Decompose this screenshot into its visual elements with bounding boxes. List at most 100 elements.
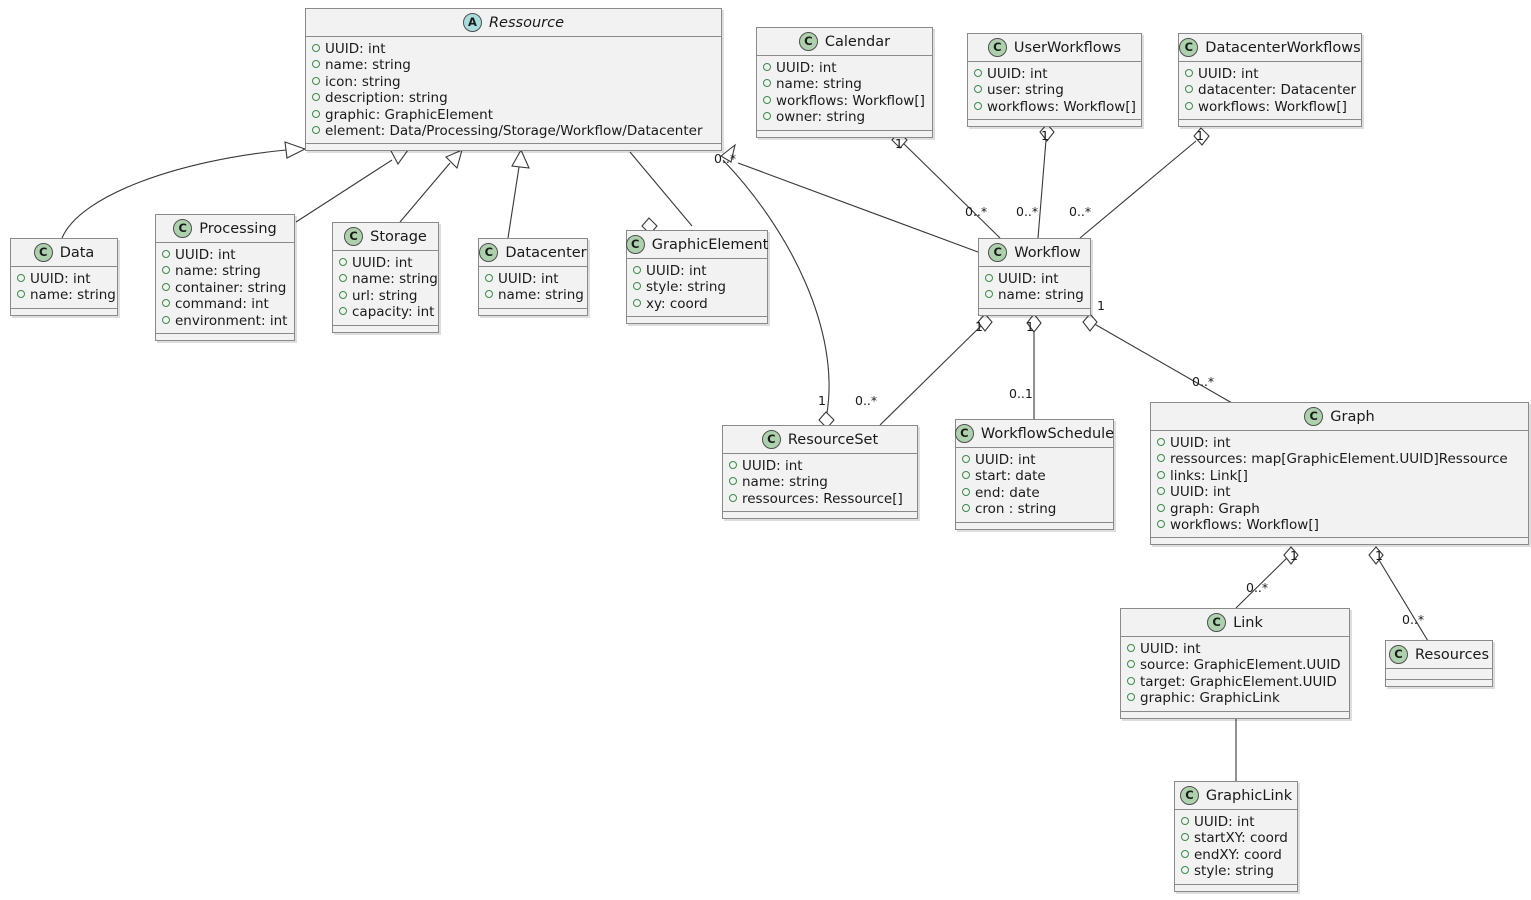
attribute-row: UUID: int — [162, 247, 288, 263]
attribute-row: UUID: int — [763, 60, 926, 76]
public-visibility-icon — [17, 290, 25, 299]
attribute-label: UUID: int — [325, 41, 386, 57]
attribute-label: style: string — [1194, 863, 1274, 880]
attribute-label: UUID: int — [352, 255, 413, 271]
multiplicity-label: 1 — [1097, 298, 1105, 313]
attribute-row: UUID: int — [962, 452, 1107, 468]
attribute-row: workflows: Workflow[] — [1157, 517, 1522, 533]
attribute-row: UUID: int — [729, 458, 911, 474]
class-icon: C — [1207, 613, 1227, 632]
multiplicity-label: 1 — [1375, 548, 1383, 563]
public-visibility-icon — [962, 455, 970, 463]
public-visibility-icon — [312, 44, 320, 52]
attribute-row: workflows: Workflow[] — [1185, 99, 1355, 115]
multiplicity-label: 1 — [1026, 319, 1034, 334]
class-name-workflow: Workflow — [1014, 244, 1081, 261]
public-visibility-icon — [974, 69, 982, 77]
attribute-label: UUID: int — [498, 271, 559, 287]
public-visibility-icon — [312, 93, 320, 102]
attribute-row: source: GraphicElement.UUID — [1127, 657, 1343, 673]
edge-graph-to-link — [1235, 546, 1299, 609]
attribute-label: owner: string — [776, 109, 866, 126]
multiplicity-label: 0..* — [1192, 374, 1214, 389]
attribute-label: name: string — [325, 57, 411, 74]
attribute-row: end: date — [962, 485, 1107, 501]
attribute-row: workflows: Workflow[] — [974, 99, 1136, 115]
attribute-row: UUID: int — [485, 271, 581, 287]
attribute-row: graphic: GraphicLink — [1127, 690, 1343, 706]
class-name-data: Data — [59, 244, 95, 261]
attribute-label: cron : string — [975, 501, 1057, 518]
attribute-row: ressources: map[GraphicElement.UUID]Ress… — [1157, 451, 1522, 467]
attribute-row: UUID: int — [1127, 641, 1343, 657]
public-visibility-icon — [1127, 644, 1135, 652]
attribute-row: container: string — [162, 280, 288, 296]
class-methods-graphiclink — [1175, 884, 1297, 891]
edge-calendar-to-workflow — [891, 131, 1001, 239]
multiplicity-label: 1 — [1290, 548, 1298, 563]
class-attributes-resources — [1386, 669, 1492, 680]
attribute-row: UUID: int — [633, 263, 761, 279]
attribute-row: name: string — [312, 57, 715, 73]
attribute-row: icon: string — [312, 74, 715, 90]
public-visibility-icon — [485, 290, 493, 299]
attribute-row: cron : string — [962, 501, 1107, 517]
class-methods-ressource — [306, 144, 721, 151]
public-visibility-icon — [485, 274, 493, 282]
attribute-label: UUID: int — [1170, 484, 1231, 501]
class-methods-userworkflows — [968, 120, 1141, 127]
public-visibility-icon — [985, 274, 993, 282]
attribute-label: graphic: GraphicElement — [325, 106, 494, 123]
class-methods-graph — [1151, 538, 1528, 545]
public-visibility-icon — [1157, 503, 1165, 512]
class-icon: C — [33, 243, 53, 262]
attribute-label: UUID: int — [975, 452, 1036, 468]
public-visibility-icon — [312, 109, 320, 118]
class-icon: C — [625, 235, 645, 254]
attribute-row: links: Link[] — [1157, 468, 1522, 484]
attribute-label: UUID: int — [742, 458, 803, 474]
class-name-storage: Storage — [370, 228, 427, 245]
public-visibility-icon — [162, 299, 170, 308]
attribute-row: startXY: coord — [1181, 830, 1291, 846]
attribute-row: name: string — [763, 76, 926, 92]
public-visibility-icon — [1181, 833, 1189, 842]
attribute-label: workflows: Workflow[] — [1198, 98, 1347, 115]
edge-datacenter-to-ressource — [507, 148, 530, 239]
attribute-label: UUID: int — [987, 66, 1048, 82]
multiplicity-label: 0..* — [1069, 204, 1091, 219]
public-visibility-icon — [1181, 866, 1189, 875]
attribute-row: name: string — [17, 287, 116, 303]
attribute-row: name: string — [339, 271, 438, 287]
attribute-row: name: string — [985, 287, 1084, 303]
class-icon: C — [987, 38, 1007, 57]
class-name-datacenter: Datacenter — [505, 244, 587, 261]
multiplicity-label: 1 — [1196, 128, 1204, 143]
